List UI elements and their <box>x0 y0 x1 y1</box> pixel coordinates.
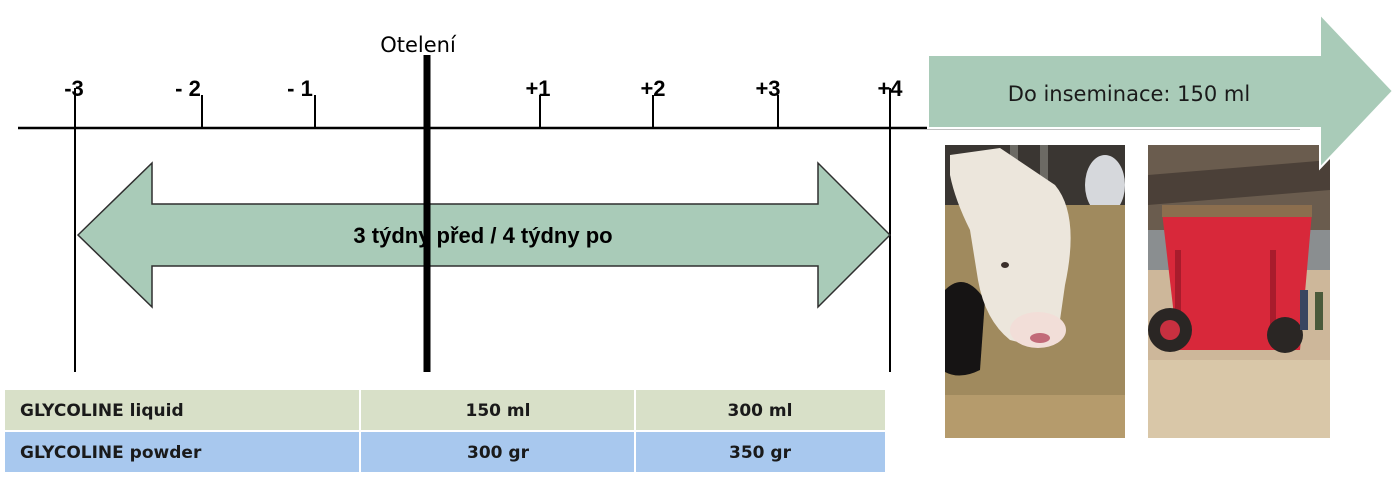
table-dose-after-cell: 350 gr <box>729 443 792 463</box>
table-dose-before-cell: 150 ml <box>466 401 531 421</box>
table-product-cell: GLYCOLINE powder <box>20 443 202 463</box>
tick-label-plus-4: +4 <box>877 76 903 101</box>
feed-mixer-wagon-photo <box>1148 145 1330 438</box>
tick-label-minus-1: - 1 <box>287 76 313 101</box>
cow-feeding-photo <box>945 145 1125 438</box>
tick-label-plus-2: +2 <box>640 76 665 101</box>
insemination-arrow-label: Do inseminace: 150 ml <box>1008 82 1250 106</box>
period-arrow-label: 3 týdny před / 4 týdny po <box>353 223 612 248</box>
calving-label: Otelení <box>380 33 457 57</box>
tick-label-plus-1: +1 <box>525 76 550 101</box>
tick-label-minus-2: - 2 <box>175 76 201 101</box>
table-product-cell: GLYCOLINE liquid <box>20 401 184 421</box>
tick-label-plus-3: +3 <box>755 76 780 101</box>
dosage-table: GLYCOLINE liquid 150 ml 300 ml GLYCOLINE… <box>5 390 885 472</box>
period-double-arrow <box>76 161 892 309</box>
table-dose-after-cell: 300 ml <box>728 401 793 421</box>
tick-label-minus-3: -3 <box>64 76 84 101</box>
table-row <box>5 390 885 430</box>
insemination-arrow <box>927 11 1395 171</box>
table-row <box>5 432 885 472</box>
table-dose-before-cell: 300 gr <box>467 443 530 463</box>
